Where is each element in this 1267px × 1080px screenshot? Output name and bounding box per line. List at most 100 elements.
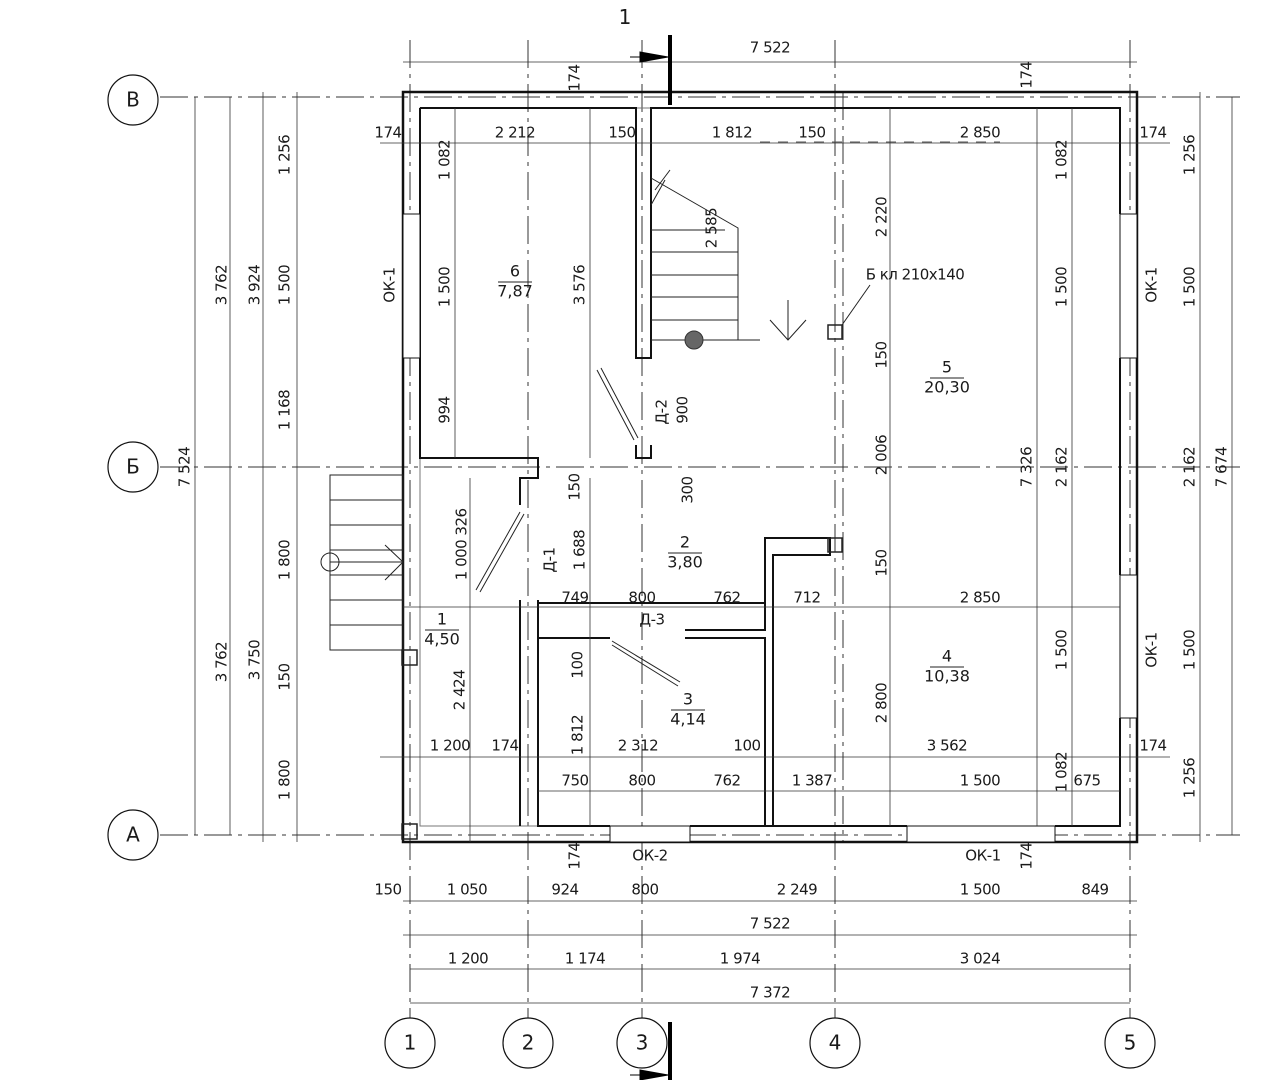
dimension-value: 1 200 [448,950,488,968]
dimension-value: 1 174 [565,950,605,968]
section-marks [630,35,672,1080]
room-number: 3 [683,690,693,709]
room-number: 4 [942,647,952,666]
dimension-value: 1 500 [276,265,294,305]
dimension-value: 1 200 [430,737,470,755]
element-mark: ОК-1 [965,847,1000,865]
dimension-value: 2 220 [873,197,891,237]
axis-bubble-row [107,809,159,861]
axis-label-col: 4 [829,1031,842,1055]
dimension-value: 2 312 [618,737,658,755]
dimension-value: 150 [608,124,635,142]
dimension-value: 7 522 [750,915,790,933]
dimension-value: 675 [1073,772,1100,790]
dimension-value: 2 424 [451,670,469,710]
axis-bubble-col [502,1017,554,1069]
axis-bubble-col [616,1017,668,1069]
room-area: 4,50 [424,630,460,649]
dimension-value: 1 500 [1181,267,1199,307]
dimension-value: 2 162 [1181,447,1199,487]
dimension-value: 2 249 [777,881,817,899]
dimension-value: 1 082 [436,140,454,180]
dimension-value: 150 [566,473,584,500]
section-label: 1 [619,5,632,29]
dimension-value: 100 [733,737,760,755]
dimension-value: 2 850 [960,124,1000,142]
dimension-value: 900 [674,396,692,423]
element-mark: ОК-2 [632,847,667,865]
dimension-value: 2 850 [960,589,1000,607]
axis-grid-lines [160,40,1240,1020]
dimension-value: 1 500 [960,881,1000,899]
room-number: 2 [680,533,690,552]
room-area: 4,14 [670,710,706,729]
staircase [320,141,1000,840]
room-number: 6 [510,262,520,281]
dimension-value: 150 [798,124,825,142]
dimension-value: 7 524 [176,447,194,487]
dimension-value: 3 924 [246,265,264,305]
room-number: 5 [942,358,952,377]
dimension-value: 1 000 [453,540,471,580]
dimension-value: 2 585 [703,208,721,248]
dimension-value: 762 [713,772,740,790]
axis-bubble-row [107,441,159,493]
axis-label-col: 5 [1124,1031,1137,1055]
room-number: 1 [437,610,447,629]
dimension-value: 1 800 [276,540,294,580]
dimension-value: 1 256 [1181,758,1199,798]
dimension-value: 1 082 [1053,140,1071,180]
dimension-value: 326 [453,508,471,535]
dimension-value: 7 326 [1018,447,1036,487]
dimension-value: 750 [561,772,588,790]
dimension-value: 1 688 [571,530,589,570]
axis-label-row: А [126,823,140,847]
dimension-value: 1 256 [1181,135,1199,175]
door-swings [475,367,681,687]
dimension-value: 174 [1018,61,1036,88]
dimension-value: 7 522 [750,39,790,57]
dimension-value: 1 500 [960,772,1000,790]
dimension-value: 174 [1018,842,1036,869]
dimension-value: 924 [551,881,578,899]
dimension-value: 3 576 [571,265,589,305]
element-mark: Д-2 [653,399,671,424]
dimension-value: 762 [713,589,740,607]
dimension-value: 1 050 [447,881,487,899]
dimension-value: 2 212 [495,124,535,142]
dimension-value: 3 750 [246,640,264,680]
axis-bubble-row [107,74,159,126]
dimension-value: 800 [628,772,655,790]
element-mark: ОК-1 [381,267,399,302]
dimension-value: 150 [374,881,401,899]
dimension-value: 100 [569,651,587,678]
element-mark: ОК-1 [1143,267,1161,302]
dimension-value: 1 500 [436,267,454,307]
room-area: 20,30 [924,378,970,397]
axis-bubble-col [809,1017,861,1069]
dimension-value: 3 562 [927,737,967,755]
dimension-value: 1 500 [1053,630,1071,670]
axis-bubble-col [1104,1017,1156,1069]
dimension-value: 800 [628,589,655,607]
dimension-value: 800 [631,881,658,899]
element-mark: Д-3 [639,611,664,629]
element-mark: ОК-1 [1143,632,1161,667]
dimension-value: 2 006 [873,435,891,475]
dimension-value: 1 168 [276,390,294,430]
axis-label-col: 3 [636,1031,649,1055]
dimension-value: 1 812 [712,124,752,142]
dimension-value: 1 500 [1181,630,1199,670]
dimension-value: 1 500 [1053,267,1071,307]
room-area: 3,80 [667,553,703,572]
dimension-value: 174 [1139,124,1166,142]
dimension-value: 150 [873,549,891,576]
dimension-value: 994 [436,396,454,423]
dimension-value: 174 [566,842,584,869]
dimension-value: 174 [1139,737,1166,755]
walls [401,90,1139,844]
room-area: 7,87 [497,282,533,301]
dimension-value: 174 [491,737,518,755]
axis-label-row: В [126,88,140,112]
